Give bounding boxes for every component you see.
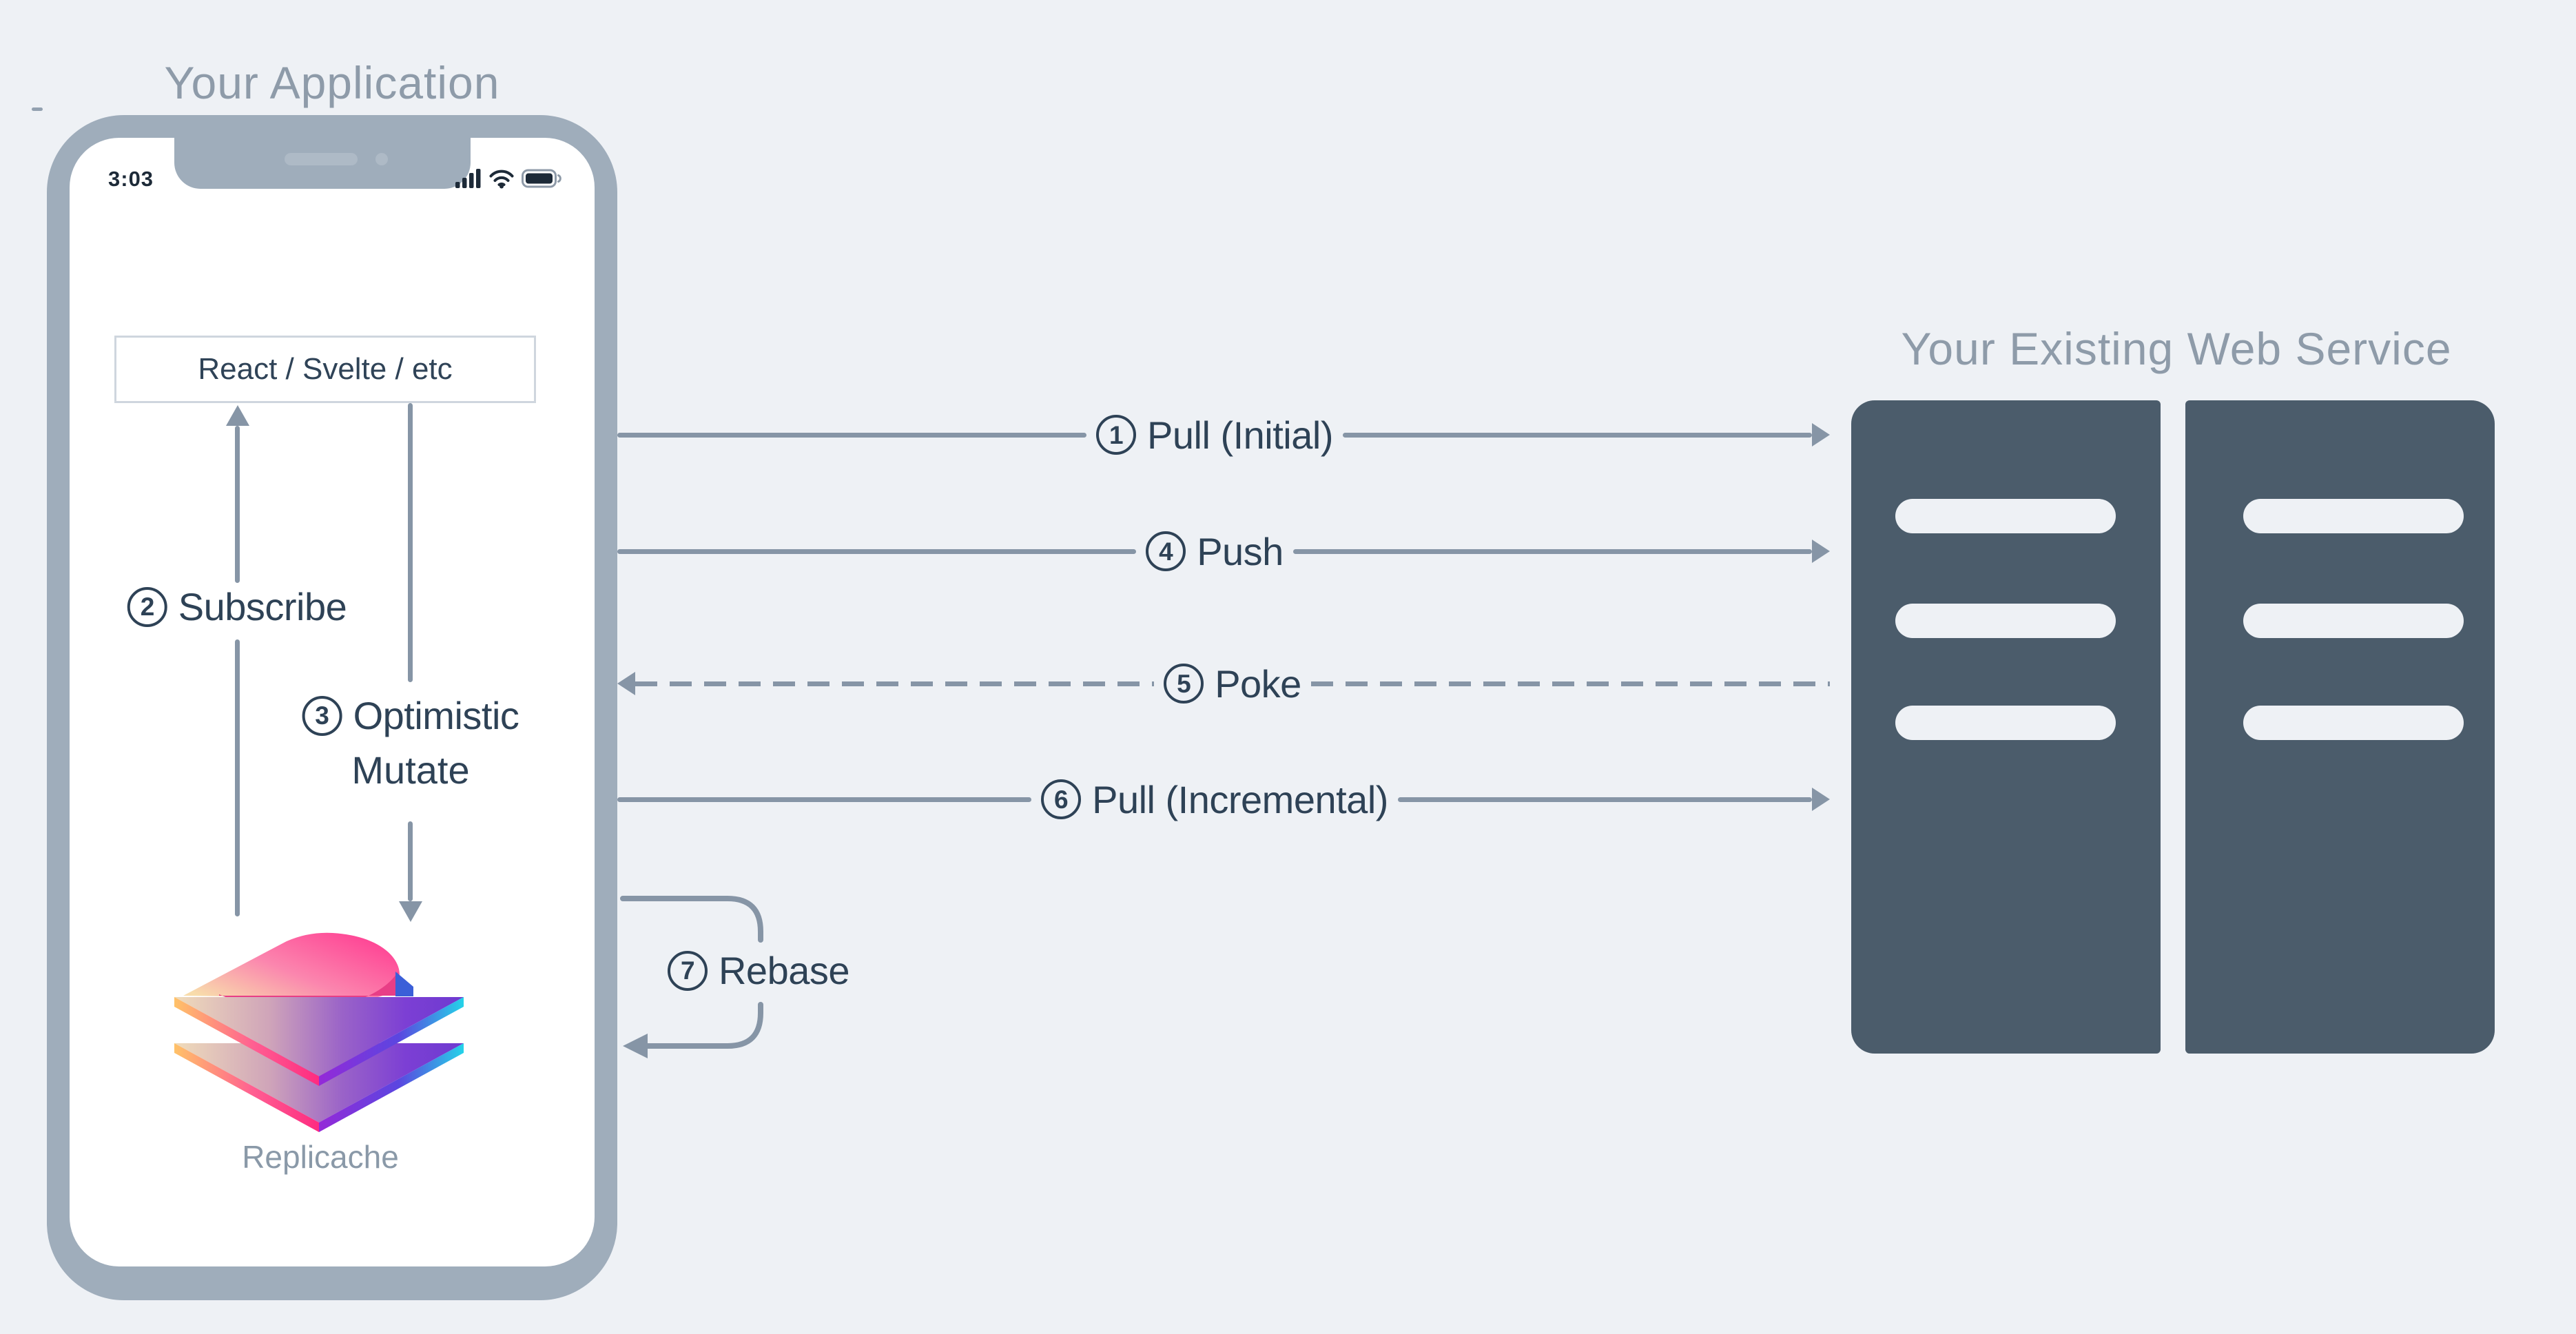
signal-icon bbox=[455, 168, 482, 192]
arrow-right-icon bbox=[1812, 423, 1830, 447]
arrow-line bbox=[617, 432, 1087, 438]
camera-icon bbox=[375, 153, 388, 165]
step-number-badge: 5 bbox=[1164, 664, 1204, 704]
arrow-line bbox=[1342, 432, 1812, 438]
flow-label-text: Poke bbox=[1215, 661, 1301, 706]
server-slot bbox=[2243, 499, 2464, 533]
flow-label-poke: 5 Poke bbox=[1154, 661, 1311, 706]
step-number-badge: 2 bbox=[127, 586, 167, 627]
wifi-icon bbox=[488, 168, 515, 192]
dashed-arrow-line bbox=[1310, 681, 1831, 686]
server-slot bbox=[1895, 499, 2116, 533]
mutate-line-segment bbox=[408, 403, 413, 682]
flow-label-text: Subscribe bbox=[178, 585, 347, 628]
flow-label-subscribe: 2 Subscribe bbox=[127, 584, 347, 629]
flow-label-rebase: 7 Rebase bbox=[667, 948, 850, 993]
step-number-badge: 4 bbox=[1146, 531, 1186, 571]
arrow-line bbox=[1292, 548, 1813, 554]
flow-pull-initial: 1 Pull (Initial) bbox=[617, 409, 1830, 460]
application-title: Your Application bbox=[164, 57, 500, 108]
subscribe-line-segment bbox=[235, 639, 240, 916]
stray-dash-mark bbox=[32, 107, 43, 111]
arrow-line bbox=[617, 548, 1137, 554]
server-slot bbox=[1895, 706, 2116, 740]
flow-label-text: Optimistic bbox=[353, 694, 519, 737]
status-bar-time: 3:03 bbox=[108, 167, 154, 191]
step-number-badge: 1 bbox=[1096, 415, 1137, 455]
flow-label-pull-incremental: 6 Pull (Incremental) bbox=[1031, 777, 1398, 822]
step-number-badge: 3 bbox=[302, 695, 342, 736]
server-slot bbox=[2243, 604, 2464, 638]
speaker-icon bbox=[285, 153, 358, 165]
arrow-right-icon bbox=[1812, 788, 1830, 811]
arrow-line bbox=[617, 797, 1032, 802]
step-number-badge: 6 bbox=[1041, 779, 1082, 819]
replicache-logo-label: Replicache bbox=[242, 1139, 399, 1175]
phone-notch bbox=[174, 138, 471, 189]
flow-label-text: Mutate bbox=[351, 748, 470, 792]
server-slot bbox=[1895, 604, 2116, 638]
web-service-title: Your Existing Web Service bbox=[1901, 323, 2452, 374]
flow-label-push: 4 Push bbox=[1136, 529, 1293, 574]
server-slot bbox=[2243, 706, 2464, 740]
flow-label-text: Pull (Incremental) bbox=[1092, 777, 1388, 821]
framework-box: React / Svelte / etc bbox=[114, 336, 536, 403]
flow-label-text: Pull (Initial) bbox=[1147, 413, 1333, 457]
step-number-badge: 7 bbox=[667, 950, 708, 991]
rebase-loop-arrow bbox=[620, 896, 763, 1058]
dashed-arrow-line bbox=[635, 681, 1155, 686]
flow-label-optimistic-mutate: 3 Optimistic Mutate bbox=[302, 693, 519, 792]
subscribe-line-segment bbox=[235, 426, 240, 583]
arrow-down-icon bbox=[399, 901, 422, 922]
phone-screen: 3:03 bbox=[70, 138, 595, 1266]
battery-icon bbox=[522, 168, 563, 192]
server-tower bbox=[2185, 400, 2495, 1054]
mutate-line-segment bbox=[408, 821, 413, 901]
arrow-up-icon bbox=[226, 405, 249, 426]
arrow-left-icon bbox=[617, 672, 635, 695]
flow-pull-incremental: 6 Pull (Incremental) bbox=[617, 774, 1830, 825]
arrow-line bbox=[1397, 797, 1812, 802]
flow-label-text: Push bbox=[1197, 529, 1284, 573]
flow-label-text: Rebase bbox=[718, 949, 850, 992]
phone-mockup: 3:03 bbox=[47, 115, 617, 1300]
server-tower bbox=[1851, 400, 2161, 1054]
flow-poke: 5 Poke bbox=[617, 658, 1831, 709]
arrow-right-icon bbox=[1812, 540, 1831, 563]
flow-push: 4 Push bbox=[617, 526, 1831, 577]
replicache-logo bbox=[174, 932, 464, 1132]
flow-label-pull-initial: 1 Pull (Initial) bbox=[1086, 413, 1343, 458]
status-bar-icons bbox=[455, 168, 563, 192]
